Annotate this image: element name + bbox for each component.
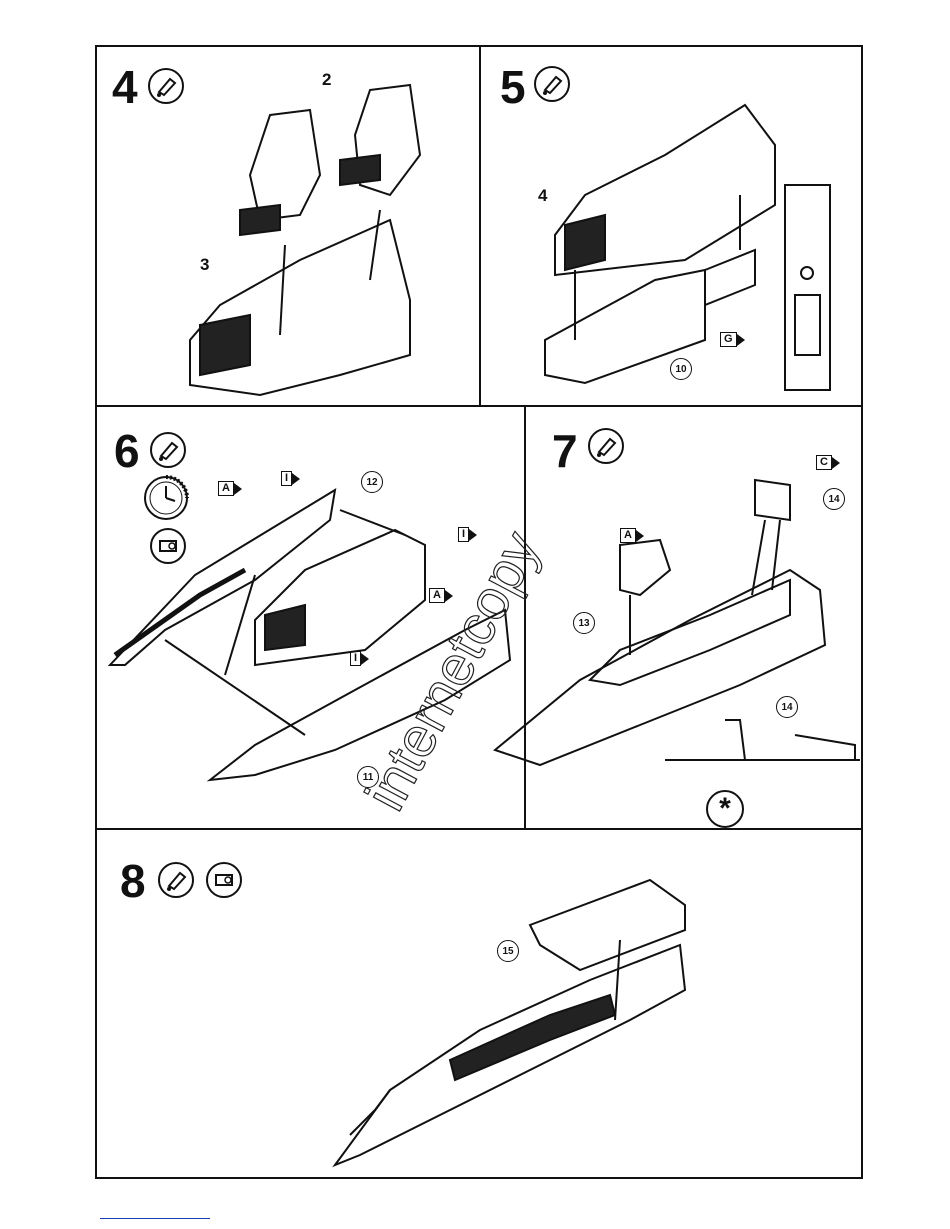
step-4-seats-cockpit-drawing (180, 85, 440, 400)
glue-tube-icon (150, 432, 186, 468)
footer-link-underline (100, 1218, 210, 1219)
asterisk-symbol: * (719, 792, 731, 826)
glue-tube-icon (588, 428, 624, 464)
paint-roller-icon (206, 862, 242, 898)
glue-tube-icon (158, 862, 194, 898)
divider-middle (95, 828, 863, 830)
step-4-number: 4 (112, 64, 137, 110)
step-6-number: 6 (114, 428, 139, 474)
step-7-number: 7 (552, 428, 577, 474)
step-5-cockpit-tub-drawing (545, 85, 845, 395)
step-7-cockpit-drawing (490, 470, 860, 790)
decal-flag-c: C (816, 455, 832, 470)
step-8-number: 8 (120, 858, 145, 904)
step-5-number: 5 (500, 64, 525, 110)
asterisk-detail-icon: * (706, 790, 744, 828)
divider-vertical-top (479, 45, 481, 406)
glue-tube-icon (148, 68, 184, 104)
step-8-fuselage-drawing (330, 870, 700, 1170)
